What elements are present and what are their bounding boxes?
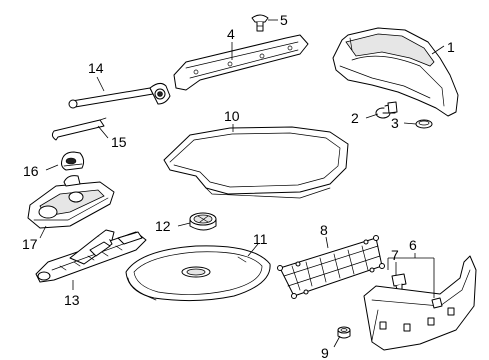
callout-5: 5 xyxy=(280,12,288,28)
callout-17: 17 xyxy=(22,236,38,252)
callout-15: 15 xyxy=(111,134,127,150)
callout-4: 4 xyxy=(227,26,235,42)
part-8-cargo-net xyxy=(277,235,385,299)
callout-13: 13 xyxy=(64,292,80,308)
callout-11: 11 xyxy=(253,231,268,247)
callout-14: 14 xyxy=(88,60,104,76)
callout-16: 16 xyxy=(23,163,39,179)
callout-1: 1 xyxy=(447,39,455,55)
part-4-bracket xyxy=(173,34,309,91)
part-11-spare-tire-cover xyxy=(125,245,271,302)
callout-6: 6 xyxy=(409,237,417,253)
part-3-plug xyxy=(415,119,433,129)
part-15-jack-handle xyxy=(51,117,107,141)
part-5-clip xyxy=(251,14,269,32)
part-9-fastener xyxy=(337,326,351,339)
callout-12: 12 xyxy=(155,218,171,234)
leader-lines xyxy=(39,19,445,348)
callout-8: 8 xyxy=(320,222,328,238)
part-10-trunk-floor-cover xyxy=(163,126,349,199)
part-2-fastener xyxy=(375,101,398,119)
part-14-wheel-wrench xyxy=(68,82,171,109)
callout-2: 2 xyxy=(351,110,359,126)
part-6-rear-trim-panel xyxy=(363,255,477,351)
callout-3: 3 xyxy=(391,115,399,131)
part-17-jack-holder xyxy=(27,175,115,229)
part-1-trunk-side-trim xyxy=(332,27,459,117)
part-16-holder xyxy=(61,151,85,171)
callout-labels: 1 2 3 4 5 6 7 8 9 10 11 12 13 14 15 16 1… xyxy=(22,12,455,360)
callout-7: 7 xyxy=(391,247,399,263)
part-12-retainer xyxy=(189,212,217,231)
part-13-scissor-jack xyxy=(35,229,147,283)
callout-10: 10 xyxy=(224,108,240,124)
callout-9: 9 xyxy=(321,345,329,360)
